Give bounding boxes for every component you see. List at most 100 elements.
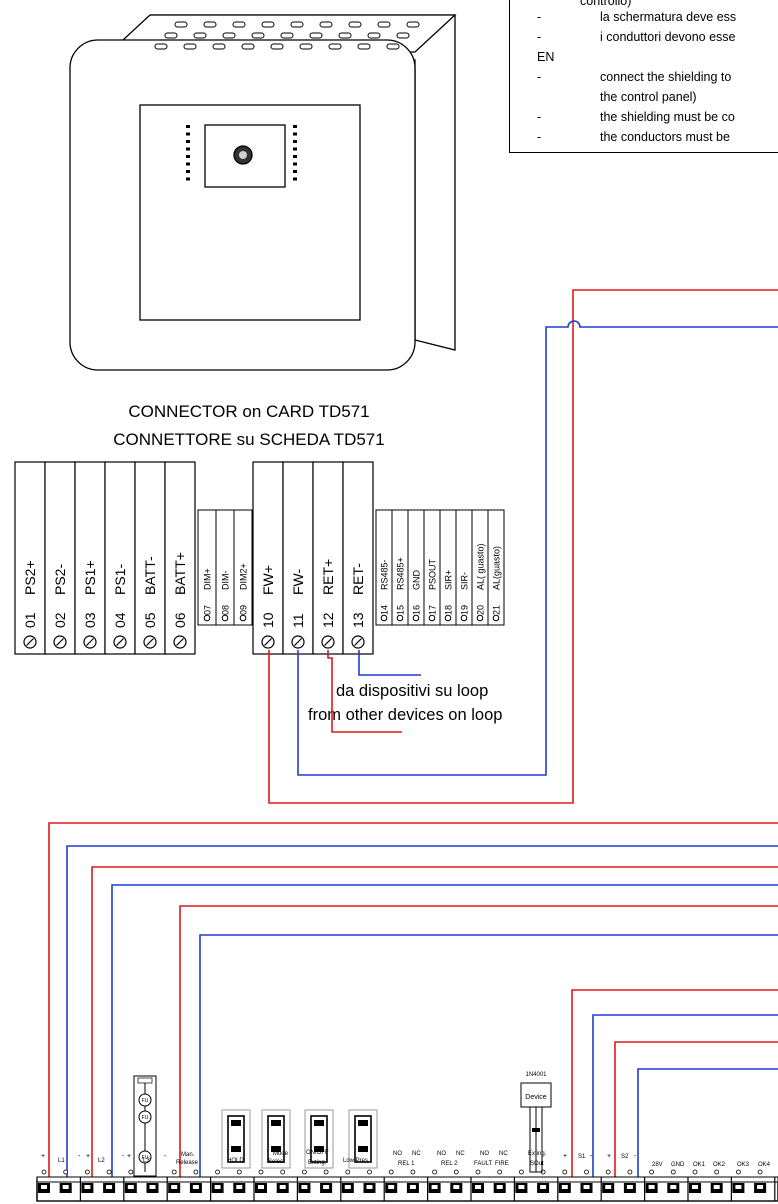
terminal-pin (258, 1169, 264, 1175)
polarity-minus: - (164, 1153, 167, 1160)
loop-terminal-screw-slot (294, 638, 302, 646)
vent-hole (348, 21, 362, 28)
terminal-screw-slot (62, 1185, 69, 1189)
terminal-number: 06 (172, 612, 188, 628)
terminal-pin (85, 1169, 90, 1175)
terminal-small-screw (221, 614, 229, 622)
terminal-cell (134, 461, 166, 655)
led-dot (186, 132, 190, 136)
wire-fw-minus (297, 320, 778, 776)
label-nc-1: NC (412, 1151, 421, 1157)
label-l2: L2 (98, 1158, 105, 1164)
terminal-pin (171, 1169, 177, 1175)
terminal-screw-slot (735, 1185, 742, 1189)
terminal-small-label: PSOUT (428, 558, 438, 590)
terminal-small-label: DIM2+ (239, 563, 249, 590)
terminal-small-screw (396, 614, 404, 622)
terminal-screw-slot (149, 1185, 156, 1189)
switch-foot-mode (271, 1146, 281, 1152)
terminal-screw-slot (431, 1185, 438, 1189)
terminal-pin (714, 1169, 720, 1175)
terminal-pin (736, 1169, 741, 1175)
terminal-number: 01 (22, 612, 38, 628)
terminal-small-screw (412, 614, 420, 622)
terminal-label: BATT- (142, 556, 158, 595)
terminal-pin (215, 1169, 221, 1175)
note-it-a: controllo) (580, 0, 632, 8)
label-low-pres: Low Pres (343, 1158, 368, 1164)
wire-s1-a (571, 989, 778, 1186)
note-en-c: the shielding must be co (600, 110, 735, 124)
device-label: Device (525, 1094, 547, 1101)
terminal-small-number: 19 (460, 605, 470, 615)
vent-hole (203, 21, 217, 28)
label-s1: S1 (578, 1154, 586, 1160)
fuse-icon (138, 1150, 152, 1164)
terminal-small-number: 15 (396, 605, 406, 615)
terminal-pin (193, 1169, 199, 1175)
terminal-screw-slot (279, 1185, 286, 1189)
terminal-screw-slot (713, 1185, 720, 1189)
terminal-pin (670, 1169, 676, 1175)
label-rel-2: REL 2 (441, 1161, 458, 1167)
terminal-screw-slot (366, 1185, 373, 1189)
led-dot (186, 162, 190, 166)
led-dot (186, 170, 190, 173)
led-dot (186, 125, 190, 128)
terminal-small-screw (444, 614, 452, 622)
terminal-label: PS1- (112, 564, 128, 595)
label-nc-3: NC (499, 1151, 508, 1157)
loop-terminal-number: 12 (320, 612, 336, 628)
vent-hole (377, 21, 391, 28)
wire-exting-b (199, 934, 778, 1186)
terminal-screw-slot (84, 1185, 91, 1189)
loop-terminal-label: FW- (290, 568, 306, 595)
fuse-icon (138, 1093, 152, 1107)
terminal-screw-slot (409, 1185, 416, 1189)
switch-head-mode (271, 1120, 281, 1126)
wire-s1-b (592, 1014, 778, 1186)
terminal-pin (605, 1169, 611, 1175)
wire-exting-a (179, 905, 778, 1186)
terminal-pin (497, 1169, 503, 1175)
terminal-screw-slot (258, 1185, 264, 1189)
loop-terminal-screw-slot (264, 638, 272, 646)
label-l3: L3 (143, 1158, 150, 1164)
note-en-b: the control panel) (600, 90, 697, 104)
terminal-pin (584, 1169, 589, 1175)
vent-hole (386, 43, 400, 50)
label-s2: S2 (621, 1154, 629, 1160)
vent-hole (232, 21, 246, 28)
terminal-small-label: GND (412, 570, 422, 591)
vent-hole (251, 32, 265, 39)
terminal-small-label: AL( guasto) (476, 543, 486, 590)
loop-terminal-screw-slot (354, 638, 362, 646)
note-en-header: EN (537, 50, 555, 64)
vent-hole (290, 21, 304, 28)
terminal-screw-slot (26, 638, 34, 646)
polarity-plus: + (41, 1153, 45, 1160)
label-man: Man. (181, 1152, 195, 1158)
terminal-screw-slot (561, 1185, 568, 1189)
bottom-board-wires (48, 822, 778, 1186)
device-part-label: 1N4001 (525, 1072, 547, 1078)
terminal-pin (627, 1169, 633, 1175)
label-rel-1: REL 1 (398, 1161, 415, 1167)
wire-l1-a (48, 822, 778, 1186)
label-sout: SOut (530, 1161, 544, 1167)
terminal-screw-slot (540, 1185, 547, 1189)
label-no-1: NO (393, 1151, 402, 1157)
terminal-small-cell (233, 509, 253, 626)
loop-terminal-cell (342, 461, 374, 655)
terminal-small-screw (203, 614, 211, 622)
terminal-small-number: 16 (412, 605, 422, 615)
wire-l2-a (91, 866, 778, 1186)
wire-fw-plus (268, 289, 778, 804)
led-dot (186, 140, 190, 143)
led-dot (293, 162, 297, 166)
switch-foot-hold (231, 1146, 241, 1152)
terminal-screw-slot (605, 1185, 612, 1189)
terminal-small-number: 14 (380, 605, 390, 615)
terminal-screw-slot (192, 1185, 199, 1189)
